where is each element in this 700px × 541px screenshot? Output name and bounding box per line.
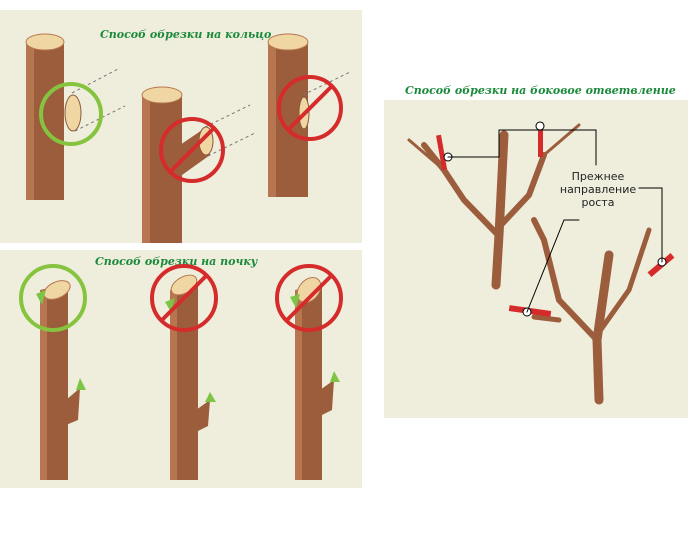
bud-stem-correct: [19, 264, 87, 480]
previous-growth-line1: Прежнее: [571, 170, 625, 183]
ring-pruning-title: Способ обрезки на кольцо: [100, 28, 272, 41]
side-branch-drawings: [407, 121, 675, 405]
previous-growth-line2: направление: [559, 183, 637, 196]
ring-pruning-drawings: [25, 33, 351, 243]
ring-log-wrong-deep: [267, 33, 351, 197]
bud-pruning-title: Способ обрезки на почку: [95, 255, 258, 268]
side-branch-title: Способ обрезки на боковое ответвление: [405, 84, 676, 97]
tree-lower: [508, 187, 675, 405]
red-prohibition-icon: [277, 75, 343, 141]
previous-growth-direction-label: Прежнее направление роста: [558, 170, 638, 209]
red-prohibition-icon: [159, 117, 225, 183]
bud-stem-wrong-high: [150, 264, 218, 480]
red-prohibition-icon: [150, 264, 218, 332]
bud-pruning-drawings: [19, 264, 343, 480]
bud-stem-wrong-steep: [275, 264, 343, 480]
tree-upper: [407, 121, 597, 290]
green-circle-icon: [19, 264, 87, 332]
red-prohibition-icon: [275, 264, 343, 332]
previous-growth-line3: роста: [581, 196, 615, 209]
green-circle-icon: [39, 82, 103, 146]
ring-log-wrong-stub: [141, 86, 256, 243]
ring-log-correct: [25, 33, 126, 200]
